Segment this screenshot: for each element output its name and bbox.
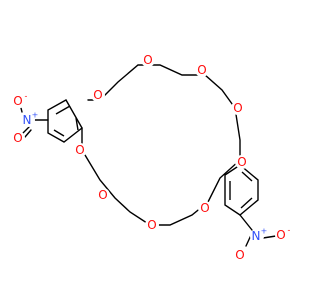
svg-text:+: + bbox=[32, 111, 39, 120]
ring-oxygen-5: O bbox=[235, 155, 249, 169]
nitro-group-right: N + O O - bbox=[233, 226, 291, 262]
svg-text:O: O bbox=[233, 101, 242, 115]
molecule-structure: O O O O O O O O O O - N + O N + bbox=[11, 53, 291, 262]
nitro-right-nitrogen: N + bbox=[250, 227, 268, 243]
svg-text:O: O bbox=[197, 63, 206, 77]
left-benzene-ring bbox=[47, 99, 83, 143]
svg-text:O: O bbox=[276, 228, 285, 242]
ring-oxygen-1: O bbox=[91, 88, 105, 102]
svg-text:N: N bbox=[23, 113, 32, 127]
svg-text:-: - bbox=[25, 92, 28, 101]
svg-text:O: O bbox=[143, 53, 152, 67]
ring-oxygen-4: O bbox=[231, 101, 245, 115]
svg-text:O: O bbox=[237, 155, 246, 169]
svg-text:+: + bbox=[261, 227, 268, 236]
ring-oxygen-atoms: O O O O O O O O O bbox=[73, 53, 249, 232]
nitro-left-nitrogen: N + bbox=[21, 111, 39, 127]
nitro-bonds bbox=[19, 103, 277, 247]
nitro-left-oxygen-minus: O - bbox=[13, 92, 28, 108]
svg-text:O: O bbox=[147, 218, 156, 232]
nitro-right-oxygen-double: O bbox=[233, 248, 247, 262]
ring-oxygen-6: O bbox=[198, 201, 212, 215]
right-benzene-ring bbox=[224, 164, 259, 216]
ring-oxygen-7: O bbox=[145, 218, 159, 232]
svg-text:O: O bbox=[200, 201, 209, 215]
ring-oxygen-9: O bbox=[73, 143, 87, 157]
ring-oxygen-3: O bbox=[195, 63, 209, 77]
svg-text:O: O bbox=[13, 94, 22, 108]
svg-text:N: N bbox=[252, 229, 261, 243]
nitro-group-left: O - N + O bbox=[11, 92, 39, 145]
ring-oxygen-2: O bbox=[141, 53, 155, 67]
svg-text:O: O bbox=[98, 188, 107, 202]
svg-text:O: O bbox=[235, 248, 244, 262]
ring-oxygen-8: O bbox=[96, 188, 110, 202]
nitro-left-oxygen-double: O bbox=[11, 131, 25, 145]
nitro-right-oxygen-minus: O - bbox=[275, 226, 291, 242]
molecule-diagram: O O O O O O O O O O - N + O N + bbox=[11, 53, 291, 262]
svg-text:-: - bbox=[288, 226, 291, 235]
svg-text:O: O bbox=[13, 131, 22, 145]
svg-text:O: O bbox=[75, 143, 84, 157]
svg-text:O: O bbox=[93, 88, 102, 102]
